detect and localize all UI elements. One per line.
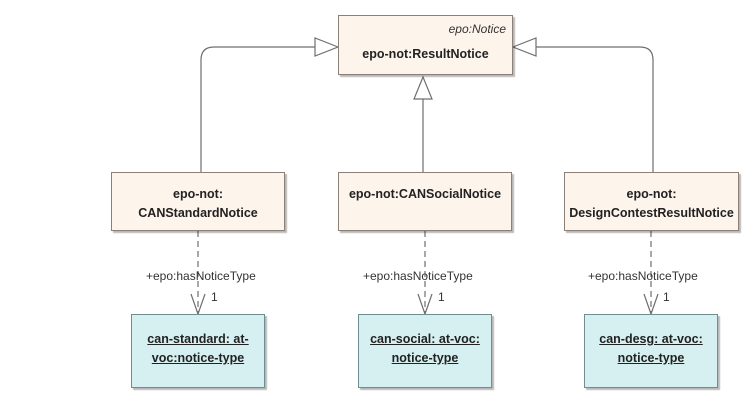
multiplicity-middle: 1	[438, 290, 445, 304]
generalization-line-right	[536, 46, 654, 172]
relation-label-middle: +epo:hasNoticeType	[363, 269, 473, 283]
class-name-line1: epo-not:CANSocialNotice	[348, 187, 502, 201]
instance-name-line2: notice-type	[617, 351, 685, 365]
class-can-social-notice[interactable]: epo-not:CANSocialNotice	[338, 172, 512, 231]
generalization-arrowhead-left	[314, 37, 340, 57]
class-design-contest-result-notice[interactable]: epo-not: DesignContestResultNotice	[564, 172, 739, 231]
multiplicity-left: 1	[211, 290, 218, 304]
parent-class-name: epo-not:ResultNotice	[362, 47, 489, 61]
class-name-line2: DesignContestResultNotice	[569, 206, 734, 220]
generalization-arrowhead-right	[511, 37, 537, 57]
multiplicity-right: 1	[663, 290, 670, 304]
parent-stereotype: epo:Notice	[448, 22, 506, 36]
generalization-line-left	[200, 46, 315, 172]
relation-label-right: +epo:hasNoticeType	[588, 269, 698, 283]
instance-name-line1: can-standard: at-	[147, 332, 249, 346]
class-name-line1: epo-not:	[173, 187, 223, 201]
class-name-line1: epo-not:	[626, 187, 677, 201]
class-can-standard-notice[interactable]: epo-not: CANStandardNotice	[111, 172, 285, 231]
instance-name-line2: notice-type	[391, 351, 459, 365]
generalization-arrowhead-middle	[413, 75, 433, 100]
instance-can-standard[interactable]: can-standard: at- voc:notice-type	[131, 314, 265, 388]
relation-label-left: +epo:hasNoticeType	[146, 269, 256, 283]
class-result-notice[interactable]: epo:Notice epo-not:ResultNotice	[338, 15, 513, 75]
instance-can-social[interactable]: can-social: at-voc: notice-type	[358, 314, 492, 388]
instance-name-line2: voc:notice-type	[151, 351, 245, 365]
instance-name-line1: can-desg: at-voc:	[599, 332, 703, 346]
instance-can-desg[interactable]: can-desg: at-voc: notice-type	[584, 314, 718, 388]
class-name-line2: CANStandardNotice	[138, 206, 258, 220]
instance-name-line1: can-social: at-voc:	[370, 332, 480, 346]
